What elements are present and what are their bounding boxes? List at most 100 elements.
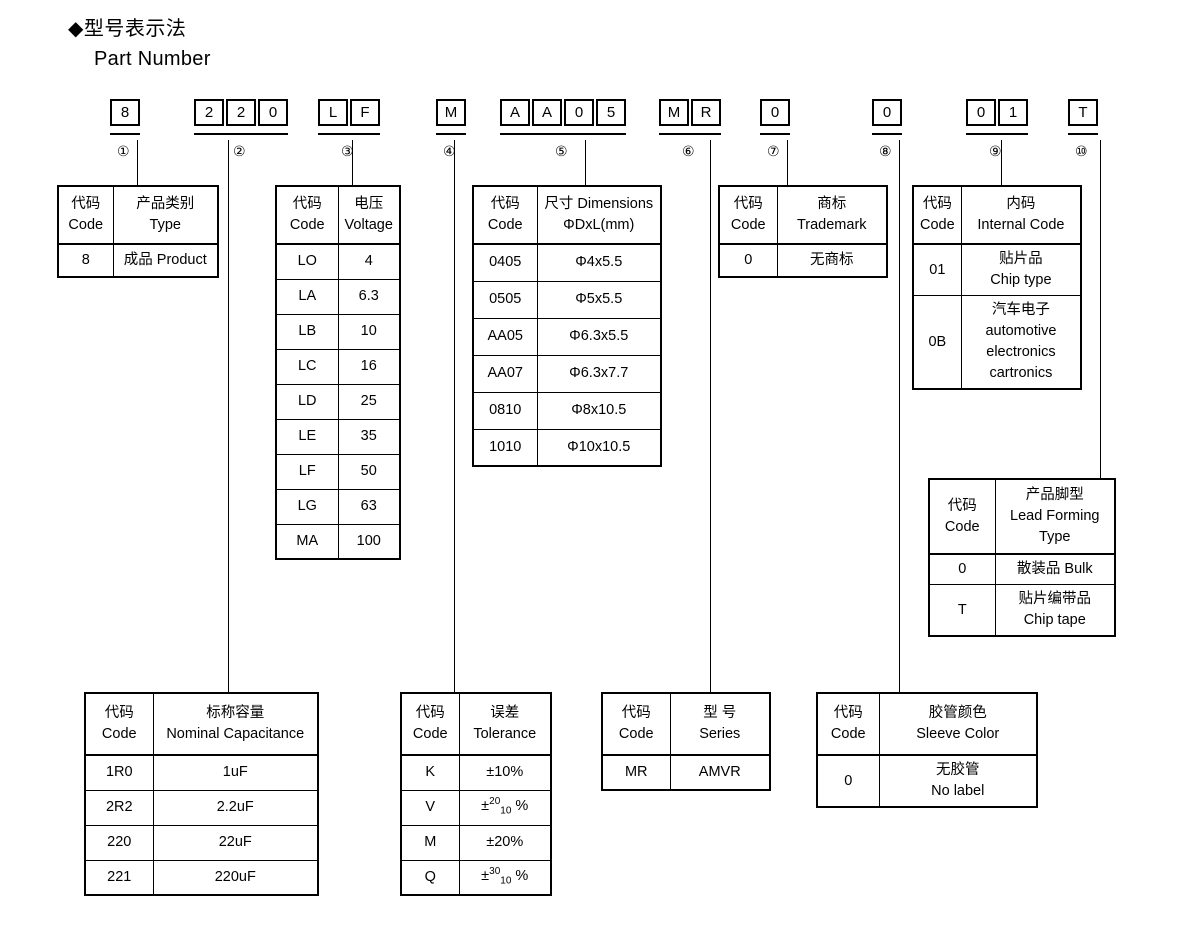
cell-code: 8	[57, 243, 114, 278]
table-row: K±10%	[400, 754, 552, 791]
cell-value: 63	[337, 488, 401, 525]
part-number-char: 0	[258, 99, 288, 126]
cell-code: 0	[718, 243, 778, 278]
cell-code: LC	[275, 348, 339, 385]
group-number-1: ①	[117, 143, 130, 159]
cell-code: LF	[275, 453, 339, 490]
cell-value: 2.2uF	[152, 789, 319, 826]
cell-value: 220uF	[152, 859, 319, 896]
group-number-4: ④	[443, 143, 456, 159]
cell-value: Φ10x10.5	[536, 428, 662, 467]
cell-value: 4	[337, 243, 401, 280]
cell-code: 0810	[472, 391, 538, 430]
cell-code: 220	[84, 824, 154, 861]
group-underline	[872, 133, 902, 135]
cell-value: 16	[337, 348, 401, 385]
part-number-char: 2	[194, 99, 224, 126]
cell-code: 0	[928, 553, 996, 586]
connector-stem-1	[137, 140, 138, 185]
cell-value: Φ6.3x5.5	[536, 317, 662, 356]
cell-code: MA	[275, 523, 339, 560]
connector-stem-6	[710, 140, 711, 700]
part-number-char: R	[691, 99, 721, 126]
connector-stem-7	[787, 140, 788, 185]
connector-stem-4	[454, 140, 455, 700]
cell-value: 25	[337, 383, 401, 420]
cell-value: 22uF	[152, 824, 319, 861]
cell-value: ±2010 %	[458, 789, 552, 826]
part-number-char: T	[1068, 99, 1098, 126]
cell-value: 6.3	[337, 278, 401, 315]
connector-stem-8	[899, 140, 900, 700]
part-number-char: A	[532, 99, 562, 126]
part-number-char: A	[500, 99, 530, 126]
connector-stem-3	[352, 140, 353, 185]
group-number-8: ⑧	[879, 143, 892, 159]
cell-value: Φ6.3x7.7	[536, 354, 662, 393]
group-number-10: ⑩	[1075, 143, 1088, 159]
part-number-char: M	[659, 99, 689, 126]
cell-code: Q	[400, 859, 460, 896]
group-underline	[110, 133, 140, 135]
group-number-7: ⑦	[767, 143, 780, 159]
cell-code: 0405	[472, 243, 538, 282]
part-number-char: 5	[596, 99, 626, 126]
cell-code: 0505	[472, 280, 538, 319]
connector-stem-2	[228, 140, 229, 700]
part-number-char: L	[318, 99, 348, 126]
cell-code: LO	[275, 243, 339, 280]
part-number-char: F	[350, 99, 380, 126]
cell-code: LG	[275, 488, 339, 525]
page-title-cn: ◆型号表示法	[68, 18, 187, 40]
tolerance-lower: 10	[500, 806, 512, 818]
group-underline	[1068, 133, 1098, 135]
part-number-char: 0	[564, 99, 594, 126]
group-underline	[659, 133, 721, 135]
cell-code: AA05	[472, 317, 538, 356]
cell-value: 50	[337, 453, 401, 490]
cell-value: AMVR	[669, 754, 771, 791]
part-number-char: 2	[226, 99, 256, 126]
cell-code: MR	[601, 754, 671, 791]
